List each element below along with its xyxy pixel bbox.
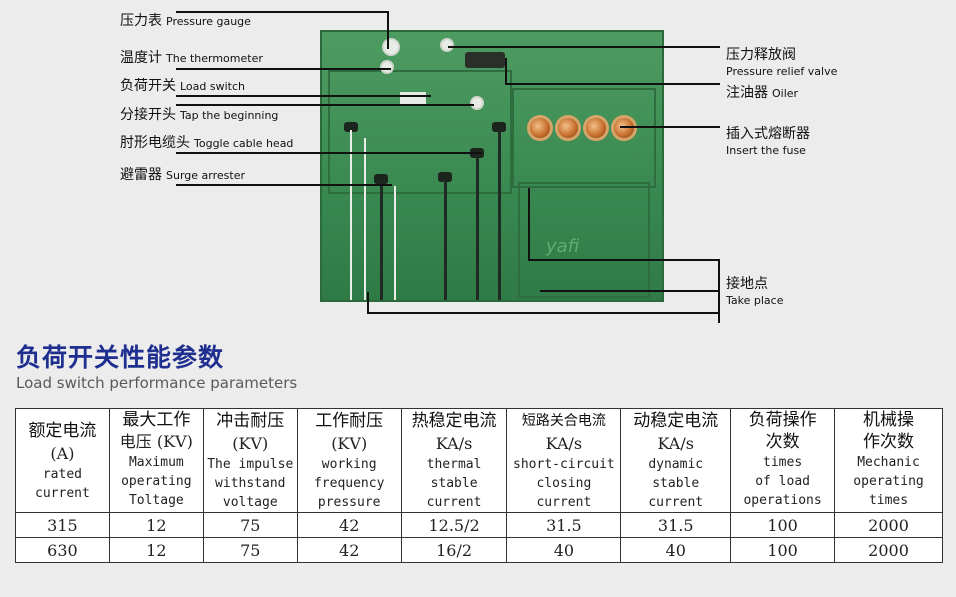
section-title: 负荷开关性能参数 — [16, 343, 225, 372]
fuse-icon — [614, 118, 634, 138]
col-header: 动稳定电流 KA/s dynamic stable current — [620, 408, 732, 513]
table-cell: 315 — [15, 512, 110, 538]
table-cell: 12 — [108, 537, 204, 563]
col-header: 额定电流 (A) rated current — [15, 408, 110, 513]
table-cell: 75 — [202, 512, 298, 538]
col-header: 短路关合电流 KA/s short-circuit closing curren… — [506, 408, 622, 513]
table-cell: 12 — [108, 512, 204, 538]
table-cell: 42 — [296, 512, 402, 538]
section-subtitle: Load switch performance parameters — [16, 374, 298, 392]
table-cell: 40 — [506, 537, 622, 563]
transformer-panel-photo: yafi — [320, 30, 664, 302]
table-cell: 2000 — [834, 512, 943, 538]
col-header: 负荷操作 次数 times of load operations — [730, 408, 836, 513]
col-header: 冲击耐压 (KV) The impulse withstand voltage — [202, 408, 298, 513]
parameters-table: 额定电流 (A) rated current 最大工作 电压 (KV) Maxi… — [15, 408, 943, 563]
table-cell: 630 — [15, 537, 110, 563]
table-cell: 40 — [620, 537, 732, 563]
panel-logo: yafi — [546, 236, 580, 257]
table-cell: 42 — [296, 537, 402, 563]
col-header: 热稳定电流 KA/s thermal stable current — [400, 408, 508, 513]
tap-changer-icon — [470, 96, 484, 110]
table-cell: 100 — [730, 537, 836, 563]
table-cell: 31.5 — [506, 512, 622, 538]
thermometer-icon — [380, 60, 394, 74]
table-cell: 31.5 — [620, 512, 732, 538]
table-row: 630 12 75 42 16/2 40 40 100 2000 — [15, 537, 943, 563]
relief-valve-icon — [440, 38, 454, 52]
pressure-gauge-icon — [382, 38, 400, 56]
table-cell: 75 — [202, 537, 298, 563]
table-cell: 100 — [730, 512, 836, 538]
table-cell: 16/2 — [400, 537, 508, 563]
table-row: 315 12 75 42 12.5/2 31.5 31.5 100 2000 — [15, 512, 943, 538]
col-header: 机械操 作次数 Mechanic operating times — [834, 408, 943, 513]
col-header: 工作耐压 (KV) working frequency pressure — [296, 408, 402, 513]
col-header: 最大工作 电压 (KV) Maximum operating Toltage — [108, 408, 204, 513]
fuse-icon — [586, 118, 606, 138]
fuse-icon — [558, 118, 578, 138]
fuse-icon — [530, 118, 550, 138]
table-header-row: 额定电流 (A) rated current 最大工作 电压 (KV) Maxi… — [15, 408, 943, 513]
table-cell: 12.5/2 — [400, 512, 508, 538]
oiler-icon — [465, 52, 505, 68]
table-cell: 2000 — [834, 537, 943, 563]
